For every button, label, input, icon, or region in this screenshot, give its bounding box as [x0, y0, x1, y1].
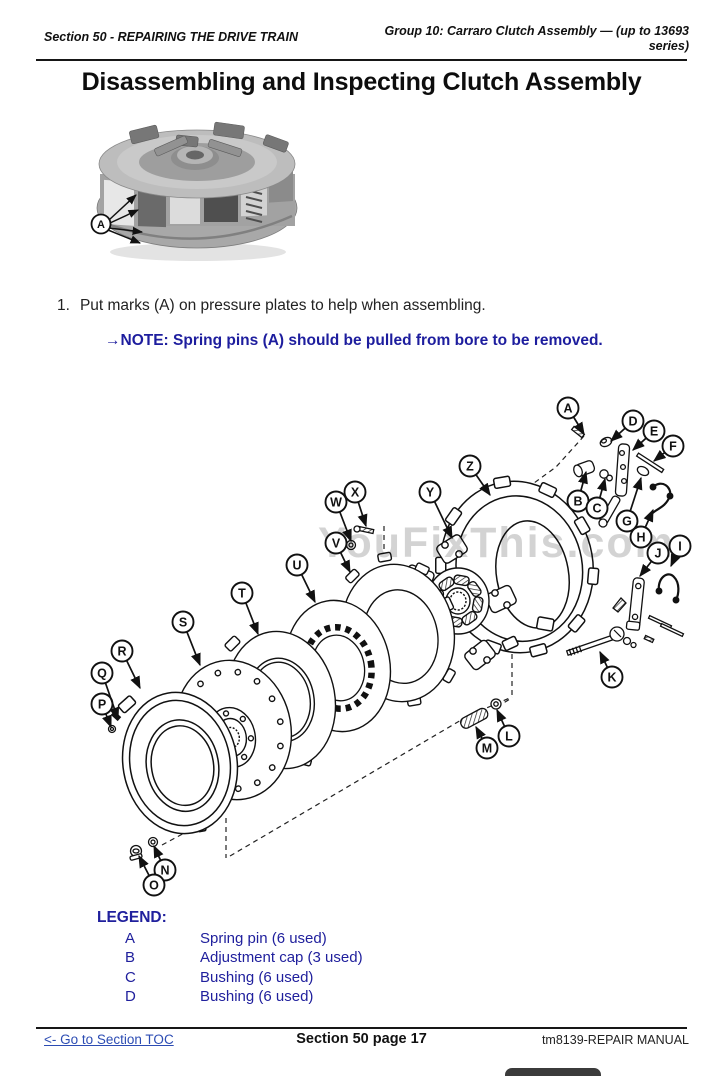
svg-text:C: C — [592, 501, 601, 515]
bottom-toolbar-partial[interactable] — [505, 1068, 601, 1076]
legend-heading: LEGEND: — [97, 909, 167, 926]
callout-A: A — [556, 396, 585, 436]
svg-text:K: K — [607, 670, 616, 684]
callout-T: T — [230, 581, 259, 636]
photo-callout-letter: A — [97, 219, 105, 231]
legend-row: A Spring pin (6 used) — [97, 929, 577, 948]
group-header: Group 10: Carraro Clutch Assembly — (up … — [359, 24, 689, 54]
svg-text:Q: Q — [97, 666, 107, 680]
footer-divider — [36, 1027, 687, 1029]
svg-text:S: S — [179, 615, 187, 629]
callout-Y: Y — [418, 480, 453, 540]
svg-text:W: W — [330, 495, 342, 509]
svg-text:D: D — [628, 414, 637, 428]
callout-J: J — [639, 541, 670, 578]
callout-B: B — [566, 470, 590, 513]
callout-C: C — [585, 477, 609, 520]
legend-row: D Bushing (6 used) — [97, 987, 577, 1006]
svg-text:O: O — [149, 878, 159, 892]
svg-text:F: F — [669, 439, 677, 453]
callout-H: H — [629, 508, 654, 549]
svg-text:U: U — [292, 558, 301, 572]
clutch-photo: A — [90, 121, 298, 261]
svg-text:G: G — [622, 514, 632, 528]
callout-K: K — [599, 650, 624, 689]
svg-text:M: M — [482, 741, 492, 755]
page-title: Disassembling and Inspecting Clutch Asse… — [81, 68, 642, 96]
callout-W: W — [324, 490, 352, 543]
callout-S: S — [171, 610, 201, 667]
svg-text:N: N — [160, 863, 169, 877]
svg-text:V: V — [332, 536, 341, 550]
photo-callout-arrows — [107, 194, 144, 244]
callout-Q: Q — [90, 661, 120, 721]
svg-text:X: X — [351, 485, 360, 499]
photo-shadow — [110, 243, 286, 261]
note-text: →NOTE: Spring pins (A) should be pulled … — [105, 332, 603, 349]
legend-letter: D — [125, 988, 136, 1006]
svg-text:I: I — [678, 539, 681, 553]
legend-row: C Bushing (6 used) — [97, 968, 577, 987]
legend-letter: C — [125, 968, 136, 986]
watermark: YouFixThis.com — [318, 519, 675, 567]
hardware-parts — [107, 425, 685, 861]
callout-R: R — [110, 639, 141, 690]
callout-P: P — [90, 692, 114, 729]
callout-U: U — [285, 553, 316, 604]
legend: LEGEND: A Spring pin (6 used) B Adjustme… — [97, 909, 577, 1007]
callout-I: I — [668, 534, 692, 568]
section-header: Section 50 - REPAIRING THE DRIVE TRAIN — [44, 30, 298, 44]
callout-L: L — [496, 708, 521, 748]
callout-D: D — [610, 409, 645, 442]
svg-text:R: R — [117, 644, 126, 658]
legend-description: Spring pin (6 used) — [200, 930, 327, 947]
callout-M: M — [475, 725, 499, 760]
pressure-plate — [117, 691, 239, 835]
diagram-callouts: A BC DEF GH I J K LM NO P QR S T U V WX Y Z — [90, 396, 692, 897]
svg-text:J: J — [655, 546, 662, 560]
svg-text:A: A — [563, 401, 572, 415]
photo-coil-spring — [245, 189, 263, 223]
callout-Z: Z — [458, 454, 491, 497]
svg-text:Y: Y — [426, 485, 435, 499]
toc-link[interactable]: <- Go to Section TOC — [44, 1032, 174, 1047]
step-number: 1. — [57, 297, 70, 314]
svg-text:B: B — [573, 494, 582, 508]
callout-O: O — [138, 854, 166, 897]
legend-description: Bushing (6 used) — [200, 968, 314, 986]
legend-description: Adjustment cap (3 used) — [200, 949, 363, 967]
svg-text:E: E — [650, 424, 658, 438]
manual-id: tm8139-REPAIR MANUAL — [541, 1033, 689, 1047]
svg-text:T: T — [238, 586, 246, 600]
group-header-line1: Group 10: Carraro Clutch Assembly — (up … — [384, 24, 689, 38]
group-header-line2: series) — [648, 39, 689, 53]
step-text: Put marks (A) on pressure plates to help… — [79, 297, 486, 314]
legend-row: B Adjustment cap (3 used) — [97, 948, 577, 967]
svg-text:Z: Z — [466, 459, 474, 473]
svg-text:P: P — [98, 697, 106, 711]
legend-letter: B — [125, 949, 136, 967]
exploded-diagram: YouFixThis.com A BC DEF GH I J K LM NO P QR S T U V WX Y… — [90, 396, 692, 897]
photo-callout-circle — [90, 213, 112, 235]
step-1: 1. Put marks (A) on pressure plates to he… — [57, 297, 486, 315]
legend-letter: A — [125, 930, 136, 947]
photo-release-levers — [129, 121, 289, 157]
header-divider — [36, 59, 687, 61]
callout-G: G — [615, 476, 643, 533]
svg-text:L: L — [505, 729, 513, 743]
svg-text:H: H — [636, 530, 645, 544]
callout-F: F — [652, 434, 685, 462]
legend-description: Bushing (6 used) — [200, 988, 314, 1006]
callout-X: X — [343, 480, 368, 528]
callout-E: E — [632, 419, 666, 451]
page-number: Section 50 page 17 — [296, 1031, 427, 1047]
callout-V: V — [324, 531, 351, 574]
